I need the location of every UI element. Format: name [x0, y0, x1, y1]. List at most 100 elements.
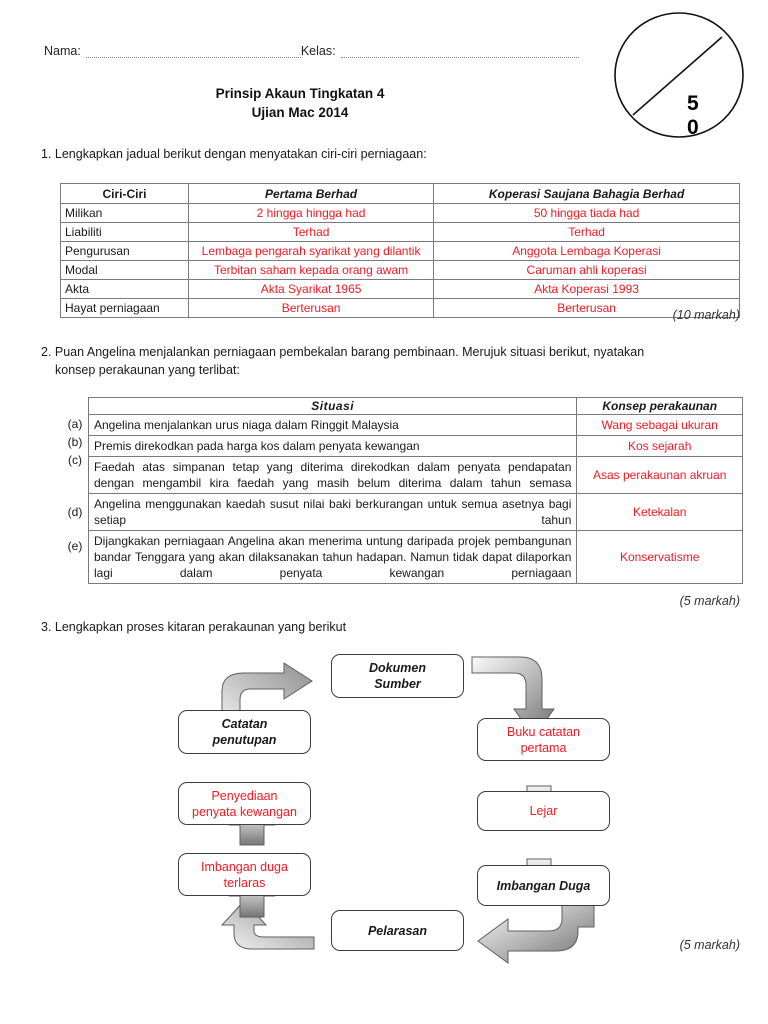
question-1-marks: (10 markah): [672, 308, 740, 322]
cell-answer-koperasi[interactable]: 50 hingga tiada had: [433, 203, 740, 223]
node-line-2: pertama: [520, 740, 567, 755]
node-penyediaan-penyata-kewangan[interactable]: Penyediaan penyata kewangan: [178, 782, 311, 825]
node-line-1: Dokumen: [369, 661, 426, 675]
node-line-1: Imbangan Duga: [496, 878, 591, 893]
student-info-line: Nama: Kelas:: [44, 44, 579, 58]
cell-answer-pertama[interactable]: Terhad: [187, 222, 435, 242]
table-row: Angelina menggunakan kaedah susut nilai …: [87, 493, 743, 531]
circle-with-slash-icon: [614, 12, 744, 138]
cell-situasi: Premis direkodkan pada harga kos dalam p…: [87, 435, 578, 457]
cell-situasi: Dijangkakan perniagaan Angelina akan men…: [87, 530, 578, 584]
node-line-1: Imbangan duga: [201, 859, 288, 874]
col-header-pertama: Pertama Berhad: [187, 183, 435, 204]
kelas-dotted-rule[interactable]: [340, 47, 579, 58]
node-line-2: Sumber: [374, 677, 421, 691]
question-3-marks: (5 markah): [679, 938, 740, 952]
cell-situasi: Angelina menjalankan urus niaga dalam Ri…: [87, 414, 578, 436]
question-1-table-wrap: Ciri-Ciri Pertama Berhad Koperasi Saujan…: [60, 183, 740, 318]
table-row: Angelina menjalankan urus niaga dalam Ri…: [87, 414, 743, 436]
table-row: Faedah atas simpanan tetap yang diterima…: [87, 456, 743, 494]
node-label-wrap: Dokumen Sumber: [369, 660, 426, 692]
node-dokumen-sumber[interactable]: Dokumen Sumber: [331, 654, 464, 698]
node-buku-catatan-pertama[interactable]: Buku catatan pertama: [477, 718, 610, 761]
arrow-catatan-to-dokumen: [221, 662, 313, 733]
cell-ciri: Modal: [60, 260, 189, 280]
col-header-konsep: Konsep perakaunan: [576, 397, 743, 415]
kelas-field[interactable]: Kelas:: [301, 44, 579, 58]
question-3-prompt: 3. Lengkapkan proses kitaran perakaunan …: [41, 620, 347, 634]
node-line-1: Lejar: [529, 804, 558, 818]
cell-answer-konsep[interactable]: Ketekalan: [576, 493, 743, 531]
arrow-pelarasan-to-terlaras: [220, 900, 315, 950]
table-row: Pengurusan Lembaga pengarah syarikat yan…: [60, 241, 740, 261]
table-row: Liabiliti Terhad Terhad: [60, 222, 740, 242]
node-pelarasan[interactable]: Pelarasan: [331, 910, 464, 951]
cell-answer-pertama[interactable]: Terbitan saham kepada orang awam: [187, 260, 435, 280]
nama-label: Nama:: [44, 44, 81, 58]
cell-answer-pertama[interactable]: Lembaga pengarah syarikat yang dilantik: [187, 241, 435, 261]
col-header-koperasi: Koperasi Saujana Bahagia Berhad: [433, 183, 740, 204]
table-row: Dijangkakan perniagaan Angelina akan men…: [87, 530, 743, 584]
node-imbangan-duga[interactable]: Imbangan Duga: [477, 865, 610, 906]
cell-answer-koperasi[interactable]: Anggota Lembaga Koperasi: [433, 241, 740, 261]
cell-answer-koperasi[interactable]: Caruman ahli koperasi: [433, 260, 740, 280]
question-2-marks: (5 markah): [679, 594, 740, 608]
node-catatan-penutupan[interactable]: Catatan penutupan: [178, 710, 311, 754]
table-header-row: Situasi Konsep perakaunan: [87, 397, 743, 415]
accounting-cycle-diagram: Dokumen Sumber Buku catatan pertama Leja…: [0, 645, 768, 975]
title-subject: Prinsip Akaun Tingkatan 4: [215, 86, 385, 101]
node-lejar[interactable]: Lejar: [477, 791, 610, 831]
row-label-b: (b): [67, 435, 83, 449]
row-label-e: (e): [67, 539, 83, 553]
business-characteristics-table: Ciri-Ciri Pertama Berhad Koperasi Saujan…: [60, 183, 740, 318]
cell-ciri: Akta: [60, 279, 189, 299]
cell-answer-koperasi[interactable]: Berterusan: [433, 298, 740, 318]
cell-answer-pertama[interactable]: 2 hingga hingga had: [187, 203, 435, 223]
table-row: Hayat perniagaan Berterusan Berterusan: [60, 298, 740, 318]
cell-answer-konsep[interactable]: Konservatisme: [576, 530, 743, 584]
question-1-prompt: 1. Lengkapkan jadual berikut dengan meny…: [41, 147, 427, 161]
question-2-prompt-line1: 2. Puan Angelina menjalankan perniagaan …: [41, 345, 645, 359]
cell-ciri: Pengurusan: [60, 241, 189, 261]
node-label-wrap: Penyediaan penyata kewangan: [192, 788, 297, 820]
cell-answer-pertama[interactable]: Berterusan: [187, 298, 435, 318]
cell-ciri: Liabiliti: [60, 222, 189, 242]
kelas-label: Kelas:: [300, 44, 336, 58]
row-label-a: (a): [67, 417, 83, 431]
node-line-2: terlaras: [223, 875, 266, 890]
col-header-ciri: Ciri-Ciri: [60, 183, 189, 204]
total-marks-circle: 5 0: [609, 9, 749, 141]
node-label-wrap: Buku catatan pertama: [507, 724, 580, 756]
table-header-row: Ciri-Ciri Pertama Berhad Koperasi Saujan…: [60, 183, 740, 204]
accounting-concepts-table: Situasi Konsep perakaunan Angelina menja…: [87, 397, 743, 584]
row-label-d: (d): [67, 505, 83, 519]
cell-answer-pertama[interactable]: Akta Syarikat 1965: [187, 279, 435, 299]
node-line-1: Buku catatan: [507, 724, 580, 739]
row-label-c: (c): [68, 453, 82, 467]
node-line-1: Catatan: [221, 717, 268, 731]
node-line-2: penutupan: [212, 733, 277, 747]
cell-answer-konsep[interactable]: Kos sejarah: [576, 435, 743, 457]
node-line-1: Pelarasan: [367, 923, 428, 938]
cell-answer-konsep[interactable]: Wang sebagai ukuran: [576, 414, 743, 436]
node-label-wrap: Catatan penutupan: [213, 716, 277, 748]
question-2-prompt: 2. Puan Angelina menjalankan perniagaan …: [41, 343, 721, 379]
node-line-2: penyata kewangan: [192, 804, 297, 819]
node-line-1: Penyediaan: [211, 788, 278, 803]
question-2-table-wrap: Situasi Konsep perakaunan Angelina menja…: [63, 397, 743, 584]
nama-field[interactable]: Nama:: [44, 44, 301, 58]
table-row: Milikan 2 hingga hingga had 50 hingga ti…: [60, 203, 740, 223]
cell-answer-koperasi[interactable]: Terhad: [433, 222, 740, 242]
node-label-wrap: Imbangan duga terlaras: [201, 859, 288, 891]
marks-digit-0: 0: [687, 116, 699, 139]
nama-dotted-rule[interactable]: [85, 47, 301, 58]
cell-ciri: Hayat perniagaan: [60, 298, 189, 318]
node-imbangan-duga-terlaras[interactable]: Imbangan duga terlaras: [178, 853, 311, 896]
question-2-prompt-line2: konsep perakaunan yang terlibat:: [55, 363, 240, 377]
title-exam: Ujian Mac 2014: [251, 105, 349, 120]
cell-answer-koperasi[interactable]: Akta Koperasi 1993: [433, 279, 740, 299]
cell-answer-konsep[interactable]: Asas perakaunan akruan: [576, 456, 743, 494]
col-header-situasi: Situasi: [87, 397, 578, 415]
arrow-imbangan-to-pelarasan: [477, 900, 595, 964]
